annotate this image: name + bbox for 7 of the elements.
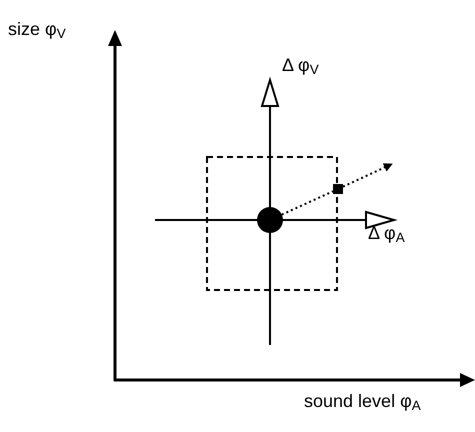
axis-label: Δ φ$_{V}$ <box>282 56 319 74</box>
axis-label: size φ$_{V}$ <box>8 20 66 38</box>
axis-label: sound level φ$_{A}$ <box>304 392 421 410</box>
dotted-arrow <box>342 163 393 188</box>
marker-square <box>333 184 343 194</box>
axis-label: Δ φ$_{A}$ <box>368 224 405 242</box>
dotted-line <box>281 190 334 216</box>
